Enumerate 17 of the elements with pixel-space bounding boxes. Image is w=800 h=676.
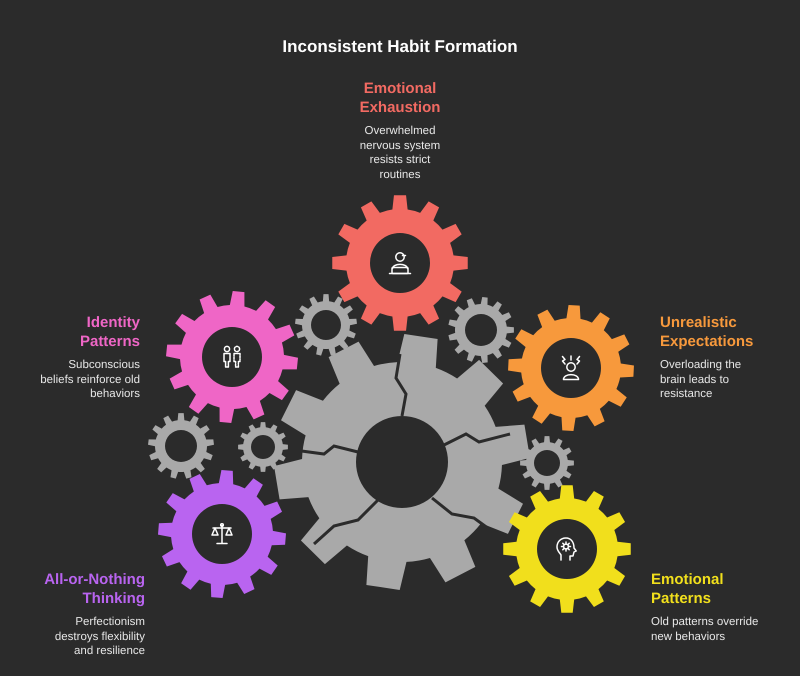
description-text: Overloading the brain leads to resistance <box>660 358 742 402</box>
description-text: Subconscious beliefs reinforce old behaviors <box>39 358 140 402</box>
gear-shape <box>295 294 357 356</box>
heading: Emotional Exhaustion <box>358 79 442 117</box>
heading: Unrealistic Expectations <box>660 313 754 351</box>
description-text: Perfectionism destroys flexibility and resilience <box>54 615 145 658</box>
gear-shape <box>148 413 214 479</box>
heading: All-or-Nothing Thinking <box>43 570 145 608</box>
heading: Emotional Patterns <box>651 570 725 608</box>
gear-shape <box>520 436 574 490</box>
cracked-gear <box>274 334 530 590</box>
diagram-title: Inconsistent Habit Formation <box>281 37 519 57</box>
gear-shape <box>448 297 514 363</box>
heading: Identity Patterns <box>78 313 140 351</box>
description-text: Overwhelmed nervous system resists strict routines <box>358 124 442 182</box>
description-text: Old patterns override new behaviors <box>651 615 760 644</box>
gear-shape <box>238 422 288 472</box>
